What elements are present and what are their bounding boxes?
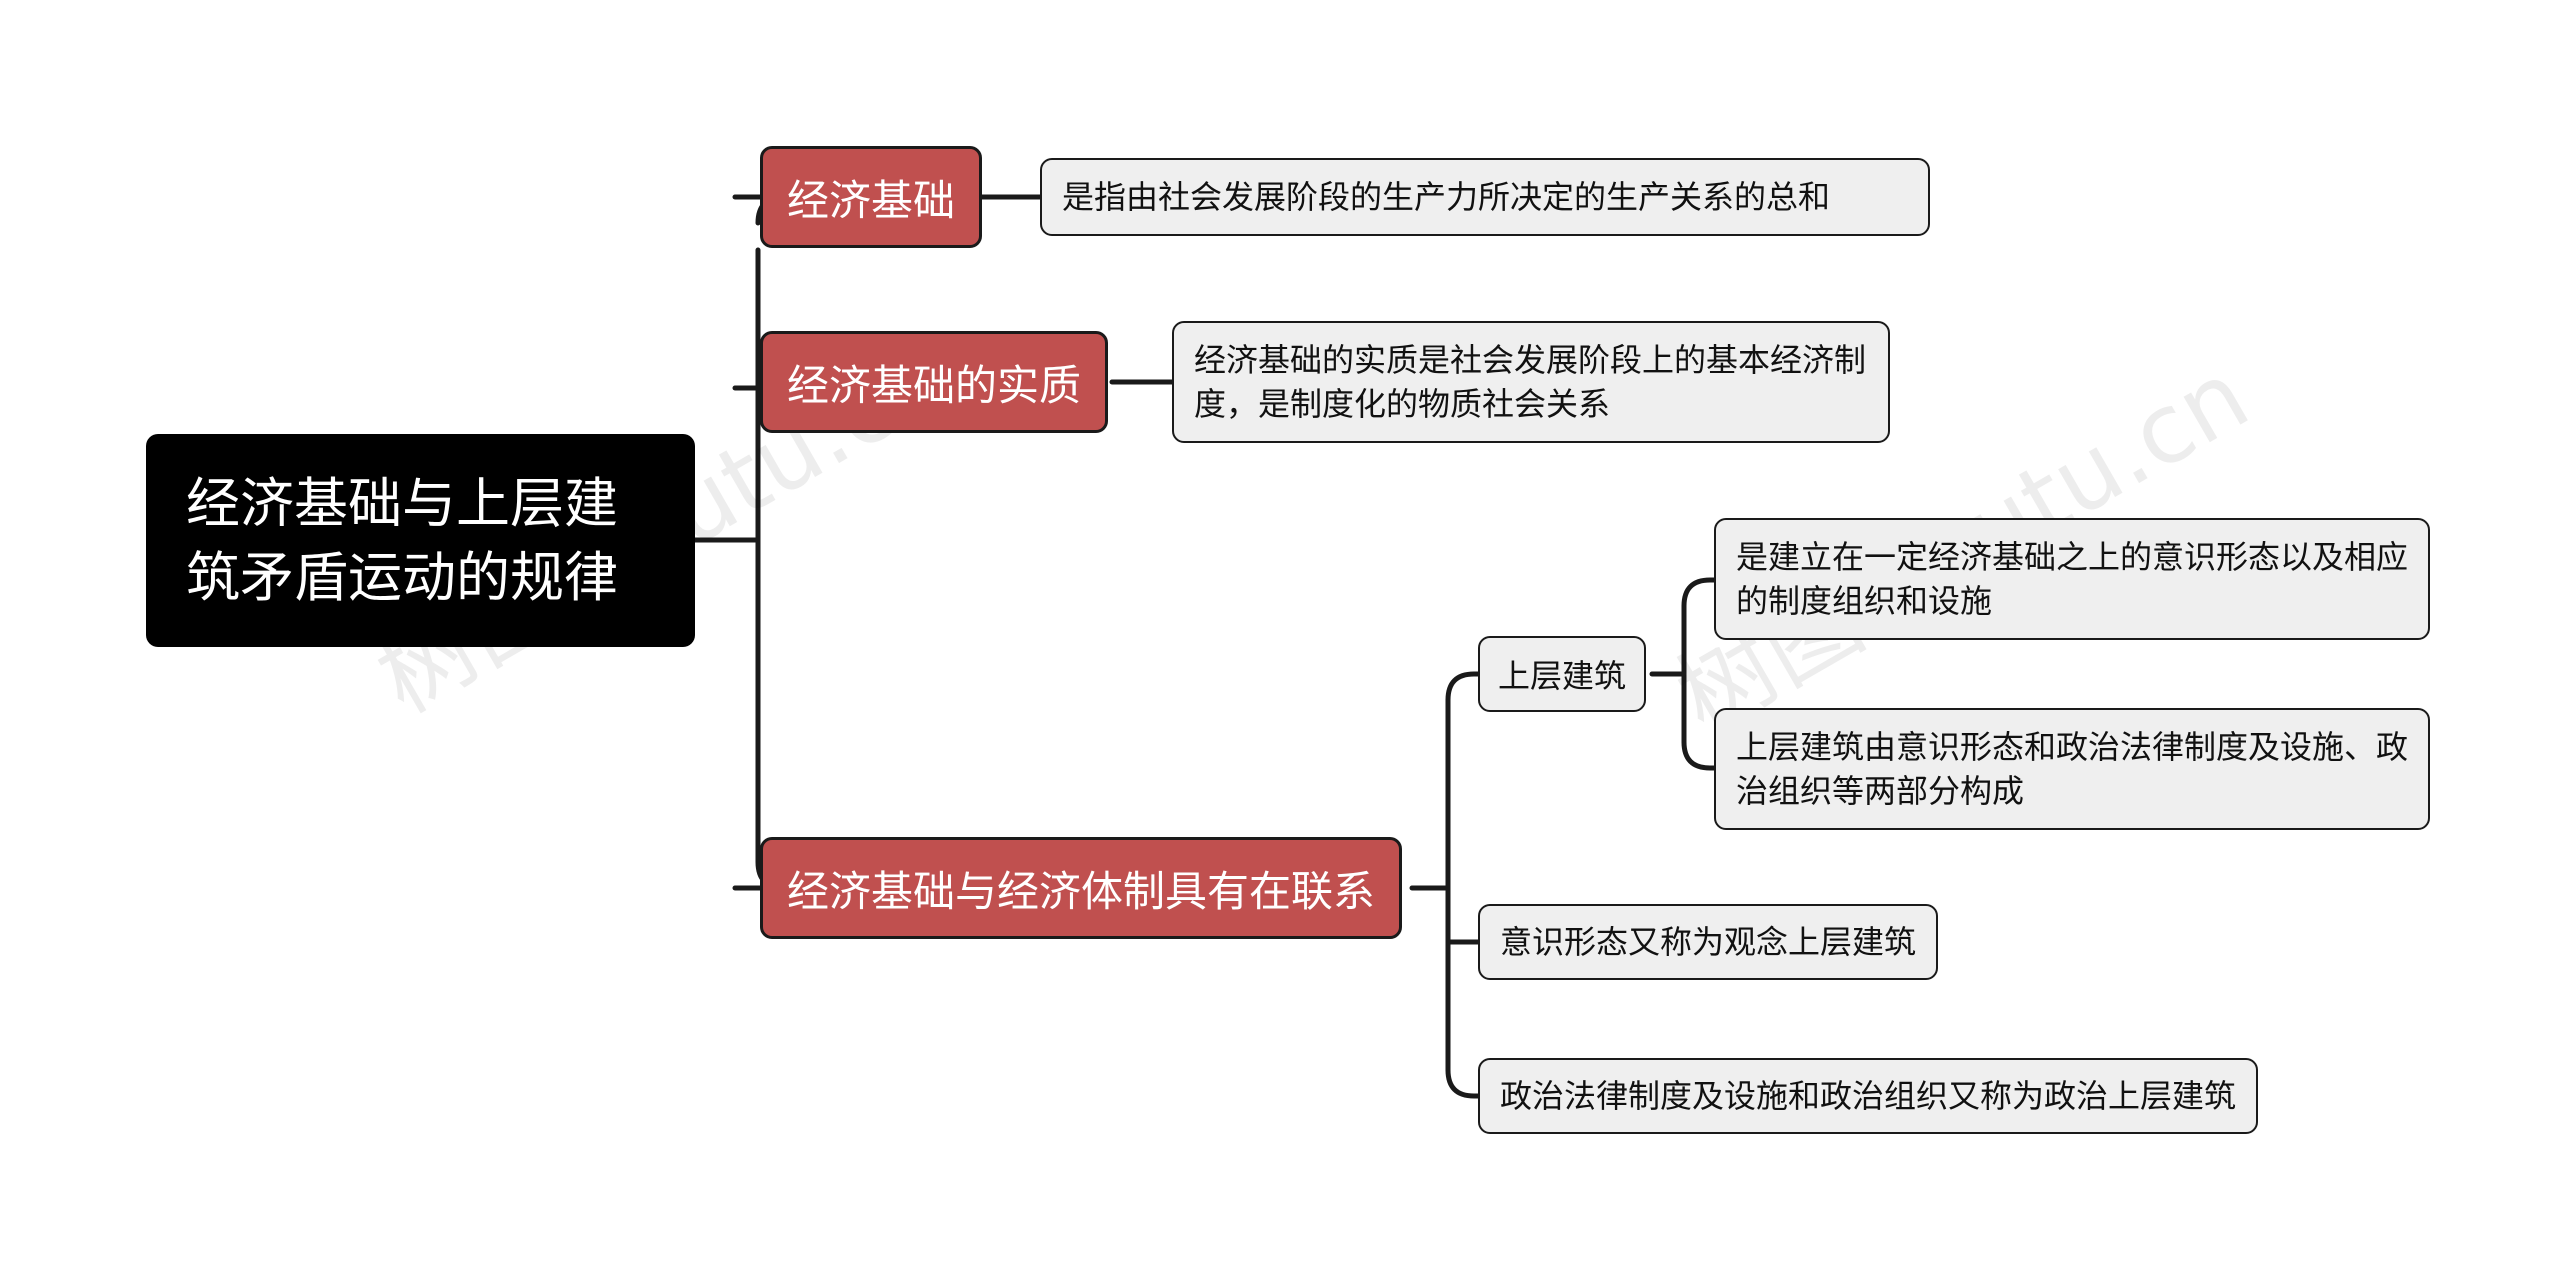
- subnode-superstructure[interactable]: 上层建筑: [1478, 636, 1647, 712]
- branch-label: 经济基础的实质: [787, 360, 1082, 410]
- root-topic-label: 经济基础与上层建筑矛盾运动的规律: [186, 471, 618, 609]
- subnode-label: 意识形态又称为观念上层建筑: [1500, 923, 1917, 961]
- branch-economic-base-essence[interactable]: 经济基础的实质: [760, 331, 1109, 433]
- branch-label: 经济基础: [787, 175, 956, 225]
- detail-economic-base[interactable]: 是指由社会发展阶段的生产力所决定的生产关系的总和: [1040, 158, 1930, 236]
- subnode-ideology[interactable]: 意识形态又称为观念上层建筑: [1478, 904, 1939, 980]
- detail-superstructure-definition[interactable]: 是建立在一定经济基础之上的意识形态以及相应的制度组织和设施: [1714, 518, 2430, 640]
- detail-text: 上层建筑由意识形态和政治法律制度及设施、政治组织等两部分构成: [1736, 728, 2409, 810]
- subnode-political-superstructure[interactable]: 政治法律制度及设施和政治组织又称为政治上层建筑: [1478, 1058, 2259, 1134]
- detail-text: 是指由社会发展阶段的生产力所决定的生产关系的总和: [1062, 178, 1831, 216]
- detail-text: 经济基础的实质是社会发展阶段上的基本经济制度，是制度化的物质社会关系: [1194, 341, 1867, 423]
- branch-economic-base[interactable]: 经济基础: [760, 146, 983, 248]
- detail-superstructure-composition[interactable]: 上层建筑由意识形态和政治法律制度及设施、政治组织等两部分构成: [1714, 708, 2430, 830]
- subnode-label: 上层建筑: [1498, 657, 1627, 695]
- detail-text: 是建立在一定经济基础之上的意识形态以及相应的制度组织和设施: [1736, 538, 2409, 620]
- root-topic[interactable]: 经济基础与上层建筑矛盾运动的规律: [146, 434, 695, 647]
- branch-economic-system-relation[interactable]: 经济基础与经济体制具有在联系: [760, 837, 1403, 939]
- branch-label: 经济基础与经济体制具有在联系: [787, 866, 1376, 916]
- subnode-label: 政治法律制度及设施和政治组织又称为政治上层建筑: [1500, 1077, 2237, 1115]
- detail-economic-base-essence[interactable]: 经济基础的实质是社会发展阶段上的基本经济制度，是制度化的物质社会关系: [1172, 321, 1890, 443]
